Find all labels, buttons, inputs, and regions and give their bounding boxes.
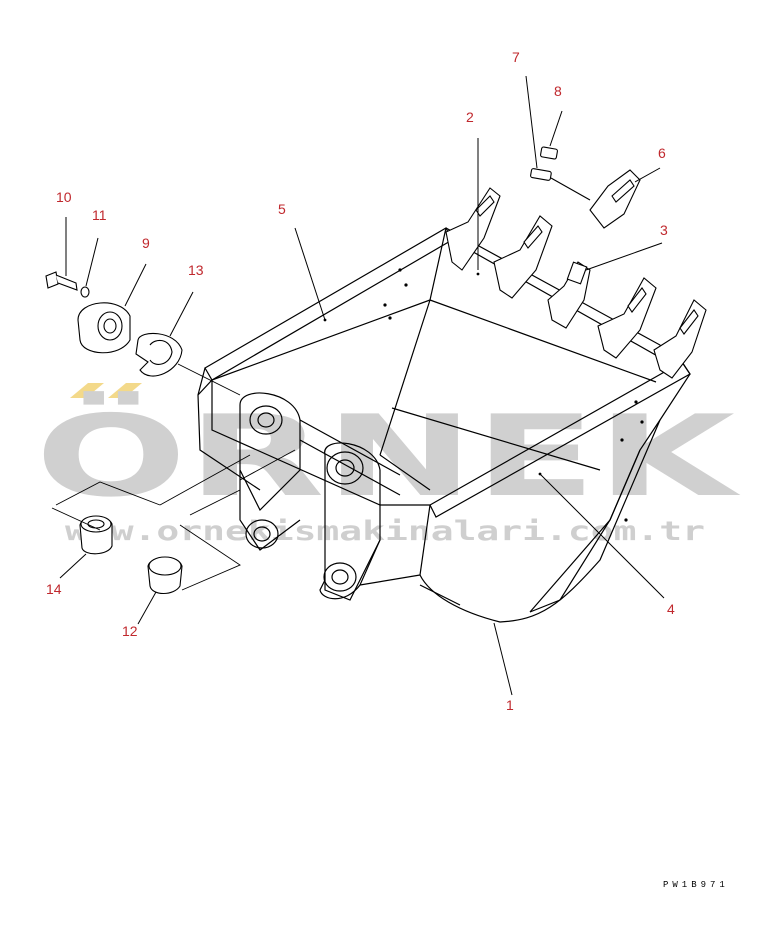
bosses — [245, 405, 364, 592]
tooth-2 — [493, 215, 553, 299]
bushings — [79, 515, 183, 595]
boss-top-right — [326, 451, 364, 485]
guide-to-boss — [159, 454, 251, 506]
callout-labels: 1 2 3 4 5 6 7 8 9 10 11 12 13 14 — [46, 49, 675, 713]
assembly-lines — [51, 363, 296, 591]
leader-9 — [124, 263, 147, 307]
boss-bottom-left-hole — [253, 526, 271, 542]
leader-1 — [493, 622, 513, 696]
boss-bottom-left — [245, 519, 279, 549]
back-wall-corner — [197, 379, 213, 396]
boss-bottom-right-hole — [331, 569, 349, 585]
side-cutter — [529, 449, 641, 613]
guide-14-lower — [51, 507, 101, 531]
boss-ring — [77, 302, 131, 354]
mounting-hardware — [45, 271, 183, 377]
callout-13: 13 — [188, 262, 204, 278]
tooth-4 — [597, 277, 657, 359]
callout-11: 11 — [92, 207, 107, 223]
drawing-code: PW1B971 — [663, 880, 729, 890]
callout-10: 10 — [56, 189, 72, 205]
bushing-12 — [147, 556, 183, 595]
callout-1: 1 — [506, 697, 514, 713]
teeth — [445, 169, 707, 379]
right-bracket-lower — [319, 539, 381, 600]
watermark: ÖRNEK www.ornekismakinalari.com.tr — [35, 383, 742, 547]
washer — [80, 286, 90, 298]
callout-12: 12 — [122, 623, 138, 639]
bolt — [45, 271, 78, 291]
guide-14-upper — [55, 481, 161, 506]
callout-3: 3 — [660, 222, 668, 238]
bolt-holes — [323, 268, 644, 522]
callout-2: 2 — [466, 109, 474, 125]
leader-11 — [85, 237, 99, 287]
watermark-umlaut-right — [108, 383, 142, 398]
boss-top-right-hole — [335, 459, 355, 477]
guide-12-upper — [189, 489, 241, 516]
back-wall — [211, 380, 430, 506]
rear-edge — [419, 504, 431, 576]
guide-shim — [177, 363, 241, 396]
leader-5 — [294, 227, 326, 321]
watermark-umlaut-left — [70, 383, 104, 398]
leader-13 — [169, 291, 194, 337]
watermark-brand: ÖRNEK — [35, 391, 742, 522]
pin — [530, 168, 552, 181]
bracket-bottom — [359, 574, 421, 586]
left-bracket — [239, 392, 301, 512]
boss-top-left-hole — [257, 412, 275, 428]
leader-lines — [59, 75, 665, 696]
lock — [540, 146, 558, 160]
callout-5: 5 — [278, 201, 286, 217]
callout-8: 8 — [554, 83, 562, 99]
pin-and-lock — [530, 146, 591, 201]
tooth-6-exploded — [589, 169, 641, 229]
bracket-connector — [299, 419, 401, 496]
left-bracket-lower — [239, 470, 301, 551]
tooth-1 — [445, 187, 501, 271]
inner-bottom — [379, 407, 601, 491]
leader-4 — [539, 473, 665, 599]
watermark-url: www.ornekismakinalari.com.tr — [65, 516, 705, 547]
bushing-14 — [79, 515, 113, 555]
leader-7 — [525, 75, 538, 169]
tooth-5 — [653, 299, 707, 379]
guide-12-lower — [179, 524, 241, 591]
boss-top-left — [249, 405, 283, 435]
pin-leader — [550, 177, 591, 201]
callout-9: 9 — [142, 235, 150, 251]
leader-6 — [634, 167, 661, 183]
callout-7: 7 — [512, 49, 520, 65]
wear-strip — [419, 584, 461, 606]
left-top-plate — [204, 227, 453, 381]
tooth-3-adapter — [547, 261, 591, 329]
leader-8 — [549, 110, 563, 147]
inner-back-wall — [379, 299, 657, 456]
leader-14 — [59, 553, 87, 579]
shim — [135, 332, 183, 377]
boss-bottom-right — [323, 562, 357, 592]
callout-14: 14 — [46, 581, 62, 597]
left-side-wall — [211, 227, 447, 381]
leader-3 — [585, 242, 663, 271]
callout-4: 4 — [667, 601, 675, 617]
leader-12 — [137, 591, 157, 625]
back-wall-left — [197, 367, 261, 491]
bottom-shell — [419, 419, 661, 623]
guide-boss-inner — [239, 449, 296, 481]
callout-6: 6 — [658, 145, 666, 161]
